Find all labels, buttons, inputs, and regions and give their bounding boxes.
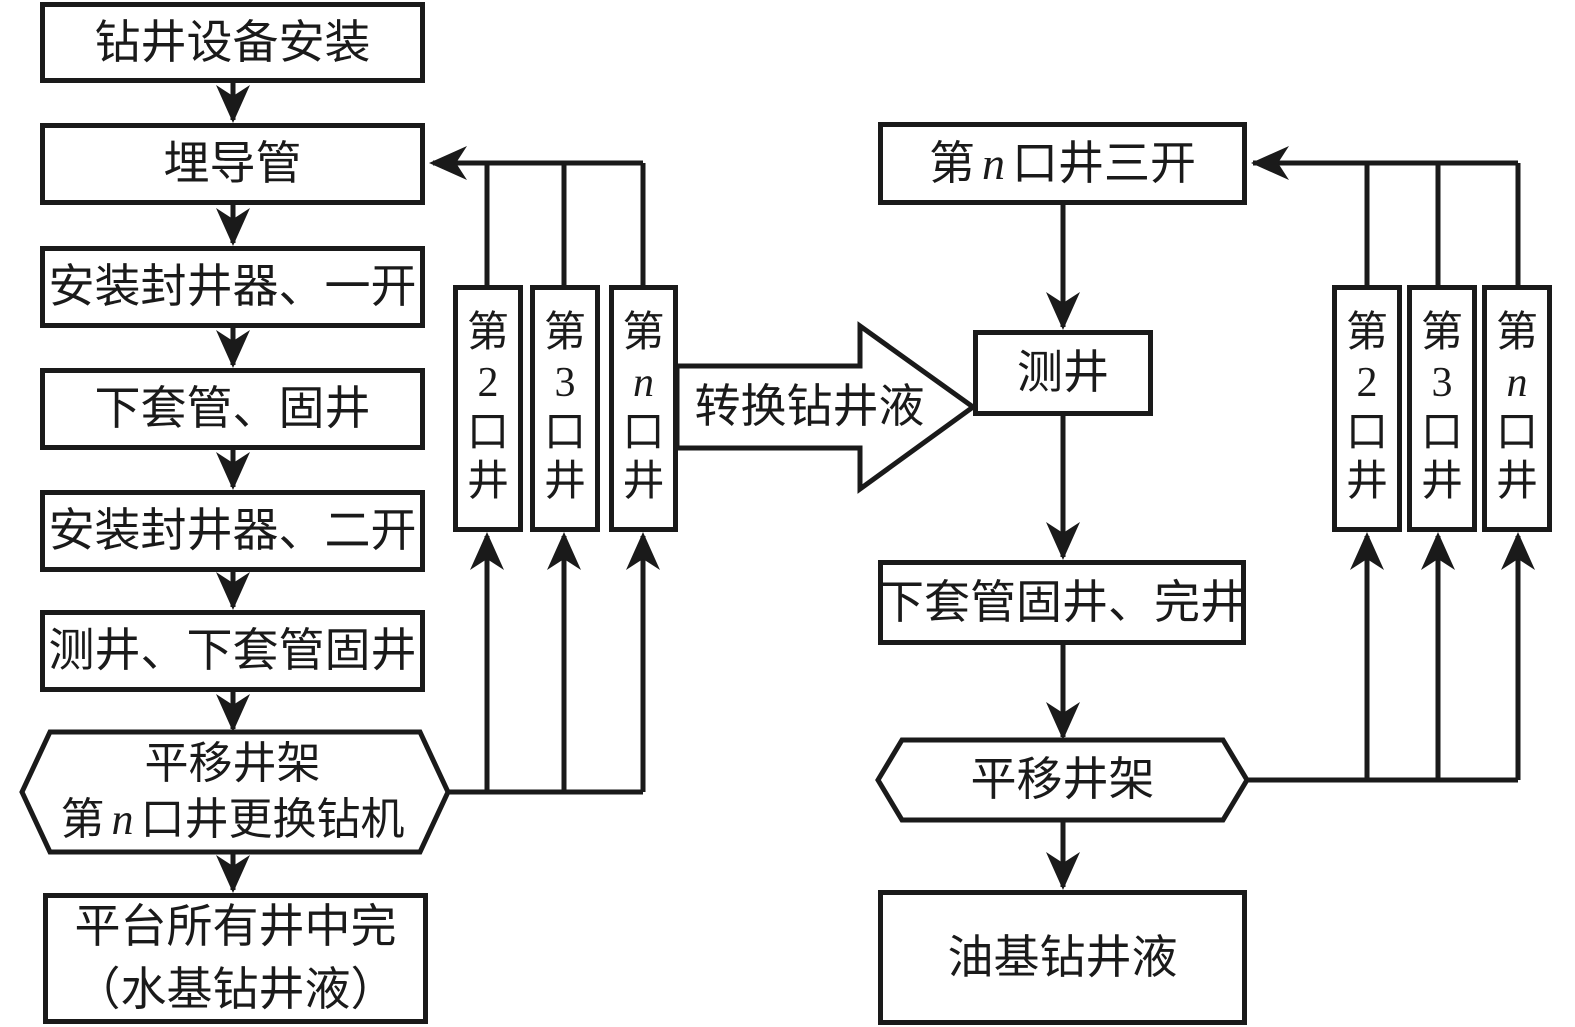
node-all-wells-mid-complete: 平台所有井中完 （水基钻井液） xyxy=(43,893,428,1024)
node-run-casing-cementing: 下套管、固井 xyxy=(40,368,425,450)
third-spud-var: n xyxy=(982,137,1005,189)
hexagon-move-derrick-right xyxy=(875,737,1250,823)
well-char: 井 xyxy=(466,459,509,506)
well-char: 口 xyxy=(1420,409,1463,456)
arrowhead-down-icon xyxy=(216,85,250,123)
well-char: 第 xyxy=(1495,310,1538,357)
well-char: 口 xyxy=(1345,409,1388,456)
well-char: 3 xyxy=(554,359,576,406)
well-char: 第 xyxy=(622,310,665,357)
arrowhead-up-icon xyxy=(547,532,581,570)
well-char: 3 xyxy=(1431,359,1453,406)
final-left-line2: （水基钻井液） xyxy=(74,963,397,1015)
arrowhead-up-icon xyxy=(1350,532,1384,570)
hexagon-line2-pre: 第 xyxy=(60,795,105,844)
well-char: 第 xyxy=(543,310,586,357)
well-char: 口 xyxy=(1495,409,1538,456)
third-spud-pre: 第 xyxy=(929,137,975,189)
well-char: n xyxy=(633,359,654,406)
arrowhead-down-icon xyxy=(216,694,250,732)
node-oil-based-drilling-fluid: 油基钻井液 xyxy=(878,890,1247,1025)
hexagon-move-derrick-left xyxy=(19,729,451,855)
arrowhead-down-icon xyxy=(1046,702,1080,740)
arrowhead-down-icon xyxy=(1046,522,1080,560)
arrowhead-down-icon xyxy=(216,330,250,368)
node-well-logging: 测井 xyxy=(973,330,1153,416)
node-bury-conductor: 埋导管 xyxy=(40,123,425,205)
well-char: 第 xyxy=(1420,310,1463,357)
node-casing-cementing-completion: 下套管固井、完井 xyxy=(878,560,1246,645)
well-char: n xyxy=(1506,359,1528,406)
arrowhead-down-icon xyxy=(216,452,250,490)
node-well-3-left: 第 3 口 井 xyxy=(530,285,600,532)
node-logging-run-casing: 测井、下套管固井 xyxy=(40,610,425,692)
arrowhead-up-icon xyxy=(470,532,504,570)
arrowhead-up-icon xyxy=(626,532,660,570)
arrowhead-left-icon xyxy=(429,146,467,180)
well-char: 井 xyxy=(543,459,586,506)
node-well-n-left: 第 n 口 井 xyxy=(609,285,678,532)
node-install-bop-second-spud: 安装封井器、二开 xyxy=(40,490,425,572)
arrowhead-down-icon xyxy=(216,855,250,893)
well-char: 口 xyxy=(466,409,509,456)
node-well-2-left: 第 2 口 井 xyxy=(453,285,523,532)
well-char: 井 xyxy=(1420,459,1463,506)
well-char: 井 xyxy=(1345,459,1388,506)
third-spud-post: 口井三开 xyxy=(1012,137,1196,189)
hexagon-line2-var: n xyxy=(111,795,134,844)
node-drilling-equipment-install: 钻井设备安装 xyxy=(40,2,425,83)
arrowhead-up-icon xyxy=(1501,532,1535,570)
node-well-2-right: 第 2 口 井 xyxy=(1332,285,1402,532)
well-char: 口 xyxy=(622,409,665,456)
node-well-n-right: 第 n 口 井 xyxy=(1482,285,1552,532)
hexagon-line2-post: 口井更换钻机 xyxy=(140,795,405,844)
node-move-derrick-right: 平移井架 xyxy=(970,753,1155,805)
well-char: 井 xyxy=(1495,459,1538,506)
well-char: 第 xyxy=(1345,310,1388,357)
node-well-3-right: 第 3 口 井 xyxy=(1407,285,1477,532)
arrowhead-down-icon xyxy=(216,208,250,246)
well-char: 第 xyxy=(466,310,509,357)
hexagon-line1: 平移井架 xyxy=(144,738,321,788)
arrowhead-down-icon xyxy=(1046,292,1080,330)
well-char: 口 xyxy=(543,409,586,456)
arrowhead-down-icon xyxy=(216,572,250,610)
arrowhead-down-icon xyxy=(1046,852,1080,890)
arrowhead-left-icon xyxy=(1251,146,1289,180)
well-char: 2 xyxy=(477,359,499,406)
block-arrow-right-icon xyxy=(674,321,978,494)
arrowhead-up-icon xyxy=(1421,532,1455,570)
transition-arrow-label: 转换钻井液 xyxy=(694,380,925,432)
well-char: 2 xyxy=(1356,359,1378,406)
well-char: 井 xyxy=(622,459,665,506)
node-install-bop-first-spud: 安装封井器、一开 xyxy=(40,246,425,328)
final-left-line1: 平台所有井中完 xyxy=(74,901,397,953)
